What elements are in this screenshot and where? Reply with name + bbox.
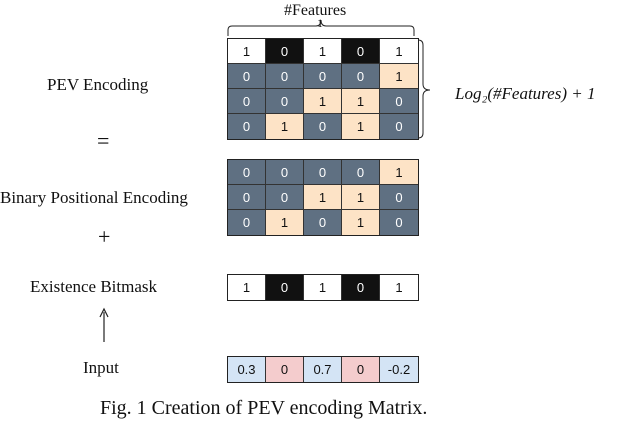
binary-matrix-cell: 0 [380,185,418,210]
pev-matrix-cell: 1 [304,89,342,114]
bitmask-row-cell: 1 [304,275,342,300]
pev-matrix-cell: 0 [228,89,266,114]
bitmask-row-cell: 1 [380,275,418,300]
formula-label: Log₂(#Features) + 1 [455,84,596,103]
bitmask-row-cell: 1 [228,275,266,300]
pev-matrix-cell: 1 [342,89,380,114]
pev-matrix-cell: 0 [228,114,266,139]
pev-matrix-cell: 0 [380,114,418,139]
binary-matrix-cell: 0 [228,210,266,235]
plus-sign: + [98,224,111,249]
pev-matrix-cell: 1 [342,114,380,139]
pev-matrix-cell: 0 [266,64,304,89]
pev-matrix-cell: 0 [304,64,342,89]
features-label: #Features [284,2,347,19]
pev-matrix-cell: 1 [380,39,418,64]
pev-matrix-cell: 1 [228,39,266,64]
pev-matrix-cell: 1 [304,39,342,64]
equals-sign: = [97,128,110,153]
top-brace-path [227,19,415,36]
input-row-cell: 0.3 [228,357,266,382]
up-arrow-head [99,307,109,318]
input-label: Input [83,358,119,377]
binary-matrix-cell: 0 [380,210,418,235]
binary-matrix-cell: 0 [228,160,266,185]
binary-matrix-cell: 0 [228,185,266,210]
binary-matrix-cell: 0 [304,210,342,235]
figure-caption: Fig. 1 Creation of PEV encoding Matrix. [100,397,428,419]
binary-matrix-cell: 0 [342,160,380,185]
binary-matrix-cell: 0 [266,160,304,185]
binary-matrix-cell: 1 [304,185,342,210]
binary-matrix-cell: 0 [304,160,342,185]
bitmask-label: Existence Bitmask [30,277,158,296]
pev-matrix-cell: 0 [304,114,342,139]
input-row-cell: 0.7 [304,357,342,382]
pev-matrix-cell: 0 [266,39,304,64]
right-brace-path [417,39,431,139]
pev-matrix-cell: 1 [266,114,304,139]
pev-matrix-cell: 0 [266,89,304,114]
pev-matrix-cell: 0 [342,39,380,64]
input-row-cell: -0.2 [380,357,418,382]
pev-matrix-cell: 1 [380,64,418,89]
features-sub-label: 1 [317,16,323,30]
bitmask-row-cell: 0 [266,275,304,300]
binary-matrix-cell: 1 [342,210,380,235]
binary-matrix-cell: 1 [380,160,418,185]
input-row-cell: 0 [342,357,380,382]
bitmask-row-cell: 0 [342,275,380,300]
binary-matrix-cell: 1 [342,185,380,210]
top-brace [227,19,415,36]
binary-matrix-cell: 1 [266,210,304,235]
pev-encoding-label: PEV Encoding [47,75,149,94]
input-row-cell: 0 [266,357,304,382]
pev-matrix-cell: 0 [228,64,266,89]
pev-matrix-cell: 0 [342,64,380,89]
binary-encoding-label: Binary Positional Encoding [0,188,188,207]
binary-matrix-cell: 0 [266,185,304,210]
pev-matrix-cell: 0 [380,89,418,114]
